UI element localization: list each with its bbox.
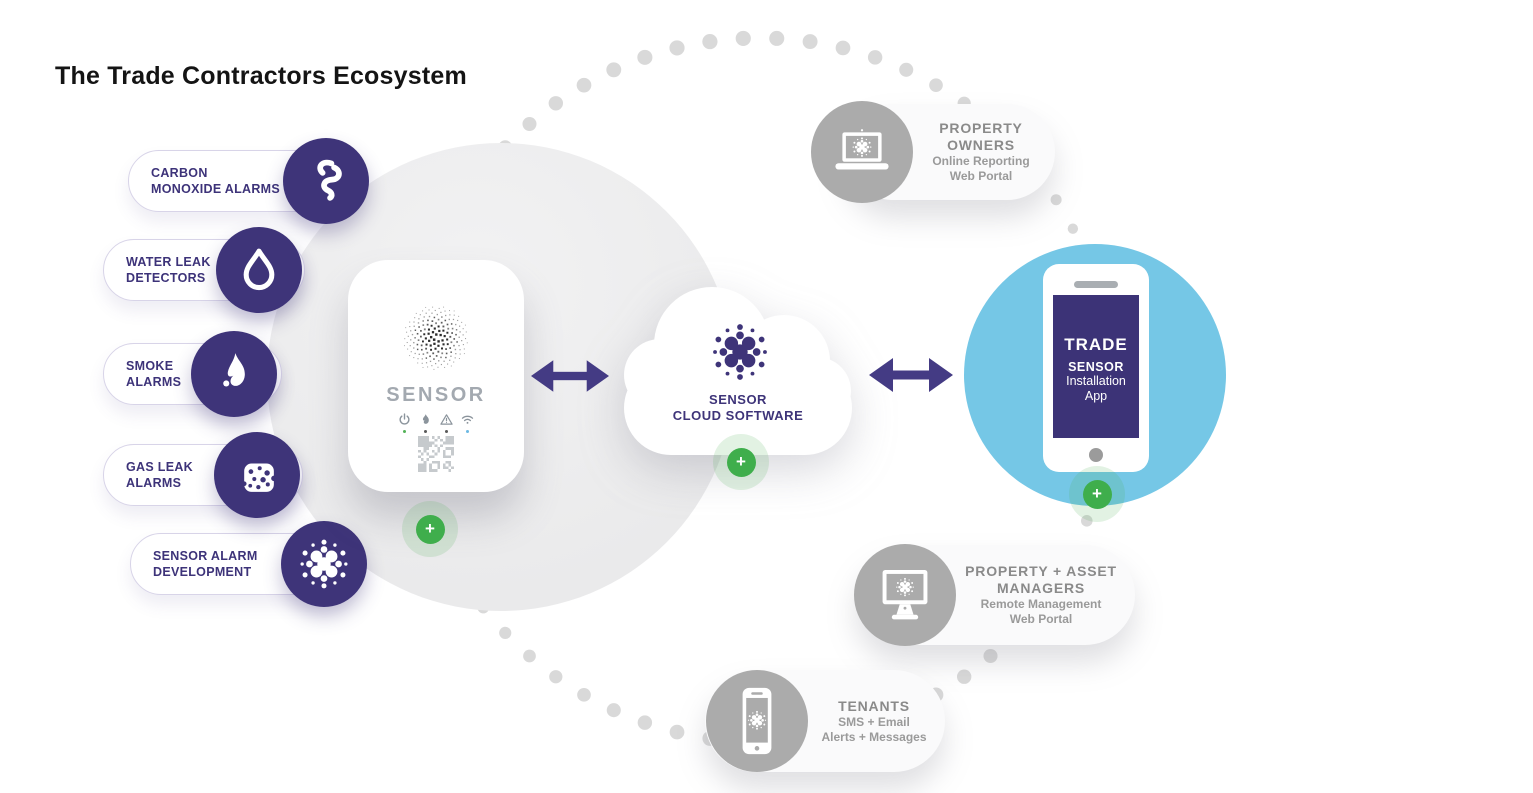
cloud-label: SENSOR CLOUD SOFTWARE — [612, 392, 864, 423]
pill-label: SMOKE — [126, 359, 174, 373]
sensor-burst-icon — [708, 320, 772, 384]
plus-icon: + — [415, 514, 445, 544]
capsule-subtitle: Web Portal — [1009, 612, 1073, 626]
capsule-text: PROPERTY OWNERS Online Reporting Web Por… — [925, 104, 1037, 200]
arrow-cloud-app — [869, 358, 953, 392]
pill-label: SENSOR ALARM — [153, 549, 258, 563]
sensor-cloud: SENSOR CLOUD SOFTWARE — [612, 283, 864, 455]
capsule-subtitle: Online Reporting — [932, 154, 1030, 168]
warning-icon — [440, 413, 453, 433]
monitor-icon — [854, 544, 956, 646]
gas-particles-icon — [214, 432, 300, 518]
status-dot — [403, 430, 406, 433]
status-dot — [445, 430, 448, 433]
flame-icon — [419, 413, 432, 433]
pill-label: DETECTORS — [126, 271, 206, 285]
capsule-text: TENANTS SMS + Email Alerts + Messages — [815, 670, 933, 772]
capsule-subtitle: Web Portal — [949, 169, 1013, 183]
status-dot — [424, 430, 427, 433]
page-title: The Trade Contractors Ecosystem — [55, 62, 467, 91]
speaker-grille — [404, 306, 468, 370]
pill-label: GAS LEAK — [126, 460, 193, 474]
trade-app-phone: TRADE SENSOR Installation App — [1043, 264, 1149, 472]
power-icon — [398, 413, 411, 433]
pill-label: CARBON — [151, 166, 208, 180]
capsule-text: PROPERTY + ASSET MANAGERS Remote Managem… — [963, 545, 1119, 645]
capsule-title: PROPERTY + ASSET — [965, 563, 1117, 579]
cloud-label-line1: SENSOR — [709, 392, 767, 407]
pill-label: ALARMS — [126, 476, 182, 490]
smartphone-icon — [706, 670, 808, 772]
app-title: TRADE — [1064, 335, 1128, 354]
plus-badge-app: + — [1069, 466, 1125, 522]
pill-label: DEVELOPMENT — [153, 565, 252, 579]
capsule-subtitle: Alerts + Messages — [821, 729, 927, 744]
cloud-shape — [624, 287, 852, 455]
pill-label: WATER LEAK — [126, 255, 211, 269]
arrow-device-cloud — [531, 360, 609, 392]
sensor-device-card: SENSOR — [348, 260, 524, 492]
device-name: SENSOR — [386, 384, 486, 406]
co-smoke-icon — [283, 138, 369, 224]
capsule-title: PROPERTY — [939, 120, 1023, 136]
qr-code — [418, 436, 454, 472]
plus-icon: + — [1082, 479, 1112, 509]
app-subtitle: SENSOR — [1068, 360, 1124, 374]
phone-screen: TRADE SENSOR Installation App — [1053, 295, 1139, 438]
capsule-subtitle: SMS + Email — [838, 714, 910, 729]
pill-label: MONOXIDE ALARMS — [151, 182, 281, 196]
sensor-burst-icon — [281, 521, 367, 607]
capsule-title: TENANTS — [838, 697, 910, 714]
wifi-icon — [461, 413, 474, 433]
status-dot — [466, 430, 469, 433]
title-suffix: Ecosystem — [325, 62, 467, 90]
capsule-title: MANAGERS — [996, 580, 1086, 596]
phone-home-button — [1089, 448, 1103, 462]
plus-badge-device: + — [402, 501, 458, 557]
pill-label: ALARMS — [126, 375, 182, 389]
plus-badge-cloud: + — [713, 434, 769, 490]
phone-speaker — [1074, 281, 1118, 288]
title-prefix: The — [55, 62, 108, 90]
laptop-icon — [811, 101, 913, 203]
app-line3: Installation — [1066, 374, 1126, 388]
capsule-subtitle: Remote Management — [980, 597, 1102, 611]
capsule-title: OWNERS — [947, 137, 1015, 153]
cloud-label-line2: CLOUD SOFTWARE — [672, 407, 804, 423]
app-line4: App — [1084, 389, 1108, 403]
flame-icon — [191, 331, 277, 417]
plus-icon: + — [726, 447, 756, 477]
water-drop-icon — [216, 227, 302, 313]
device-status-icons — [348, 413, 524, 433]
title-bold: Trade Contractors — [107, 62, 326, 90]
